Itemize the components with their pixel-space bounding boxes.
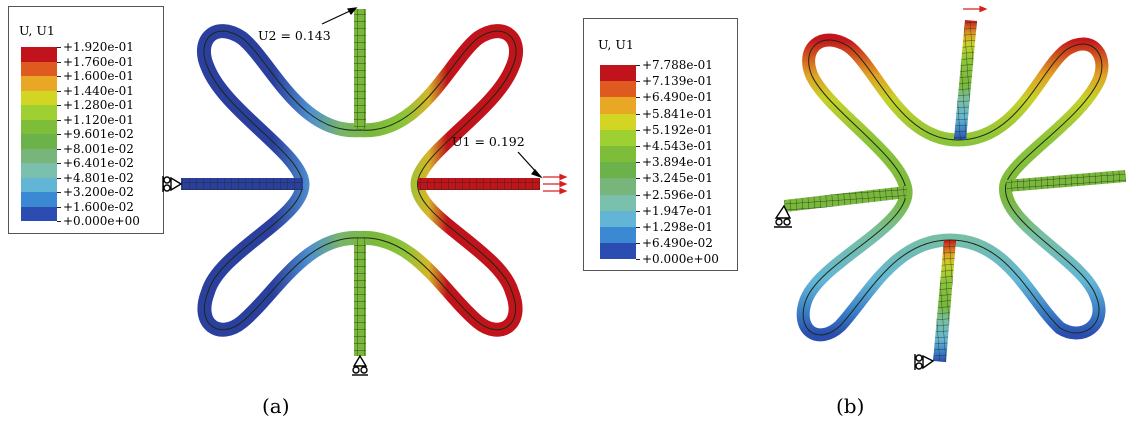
legend-swatch — [600, 162, 636, 179]
legend-swatch — [600, 146, 636, 163]
legend-a: U, U1 +1.920e-01+1.760e-01+1.600e-01+1.4… — [8, 6, 164, 234]
legend-value: +8.001e-02 — [63, 141, 134, 156]
legend-swatch — [600, 113, 636, 130]
legend-value: +6.490e-01 — [642, 90, 713, 105]
legend-swatch — [21, 177, 57, 192]
legend-value: +1.600e-02 — [63, 199, 134, 214]
annotation-u2: U2 = 0.143 — [258, 28, 331, 43]
legend-value: +3.245e-01 — [642, 171, 713, 186]
legend-tick — [57, 177, 61, 179]
legend-tick — [57, 134, 61, 135]
legend-value: +3.200e-02 — [63, 185, 134, 199]
legend-value: +6.401e-02 — [63, 156, 134, 170]
legend-swatch — [21, 105, 57, 120]
annotation-arrow-u2 — [321, 7, 358, 25]
legend-swatch — [21, 47, 57, 62]
legend-value: +7.788e-01 — [642, 58, 713, 72]
legend-swatch — [600, 243, 636, 260]
legend-tick — [57, 163, 61, 164]
roller-support-bottom-b — [914, 354, 935, 370]
legend-tick — [57, 119, 61, 121]
legend-value: +2.596e-01 — [642, 187, 713, 202]
caption-b: (b) — [836, 394, 865, 418]
roller-support-bottom-a — [352, 354, 368, 376]
legend-tick — [57, 148, 61, 150]
legend-swatch — [600, 178, 636, 195]
legend-value: +5.192e-01 — [642, 122, 713, 137]
legend-value: +1.600e-01 — [63, 69, 134, 83]
legend-tick — [636, 146, 640, 147]
legend-value: +1.298e-01 — [642, 220, 713, 234]
legend-value: +7.139e-01 — [642, 74, 713, 89]
legend-value: +4.543e-01 — [642, 139, 713, 153]
legend-value: +1.947e-01 — [642, 203, 713, 218]
legend-swatch — [600, 210, 636, 227]
legend-tick — [57, 90, 61, 92]
legend-tick — [636, 97, 640, 99]
legend-value: +9.601e-02 — [63, 127, 134, 141]
legend-tick — [57, 105, 61, 106]
legend-tick — [636, 227, 640, 228]
legend-tick — [636, 113, 640, 115]
legend-swatch — [21, 148, 57, 163]
legend-value: +4.801e-02 — [63, 170, 134, 185]
legend-swatch — [600, 97, 636, 114]
legend-value: +1.440e-01 — [63, 83, 134, 98]
legend-tick — [57, 206, 61, 208]
legend-value: +6.490e-02 — [642, 236, 713, 251]
legend-value: +0.000e+00 — [63, 214, 140, 228]
load-arrows-a — [543, 173, 568, 195]
legend-swatch — [21, 119, 57, 134]
legend-value: +5.841e-01 — [642, 106, 713, 121]
legend-value: +1.120e-01 — [63, 112, 134, 127]
legend-swatch — [600, 227, 636, 244]
load-arrow-b — [963, 5, 988, 13]
structure-a: U2 = 0.143 U1 = 0.192 — [162, 7, 568, 376]
legend-swatch — [21, 76, 57, 91]
legend-swatch — [21, 192, 57, 207]
legend-value: +1.920e-01 — [63, 40, 134, 54]
legend-value: +0.000e+00 — [642, 252, 719, 267]
legend-tick — [57, 221, 61, 222]
legend-tick — [636, 210, 640, 212]
legend-tick — [636, 129, 640, 131]
legend-swatch — [600, 194, 636, 211]
structure-b — [774, 5, 1126, 370]
annotation-arrow-u1 — [517, 151, 543, 179]
legend-tick — [57, 47, 61, 48]
legend-swatch — [600, 129, 636, 146]
legend-tick — [57, 61, 61, 63]
legend-swatch — [21, 163, 57, 178]
legend-value: +3.894e-01 — [642, 155, 713, 170]
legend-tick — [636, 65, 640, 66]
legend-swatch — [21, 134, 57, 149]
legend-b: U, U1 +7.788e-01 +7.139e-01+6.490e-01+5.8… — [583, 18, 738, 271]
legend-tick — [636, 162, 640, 164]
legend-tick — [636, 194, 640, 196]
legend-swatch — [21, 206, 57, 221]
legend-swatch — [600, 65, 636, 82]
legend-a-title: U, U1 — [19, 23, 55, 38]
legend-tick — [636, 259, 640, 261]
caption-a: (a) — [262, 394, 290, 418]
legend-value: +1.280e-01 — [63, 98, 134, 112]
roller-support-left-a — [162, 176, 183, 192]
legend-swatch — [21, 90, 57, 105]
legend-swatch — [21, 61, 57, 76]
legend-tick — [636, 81, 640, 83]
legend-swatch — [600, 81, 636, 98]
legend-tick — [636, 243, 640, 245]
annotation-u1: U1 = 0.192 — [452, 134, 525, 149]
legend-b-title: U, U1 — [598, 37, 634, 52]
legend-tick — [57, 192, 61, 193]
legend-tick — [57, 76, 61, 77]
legend-value: +1.760e-01 — [63, 54, 134, 69]
roller-support-left-b — [774, 204, 792, 228]
legend-tick — [636, 178, 640, 180]
